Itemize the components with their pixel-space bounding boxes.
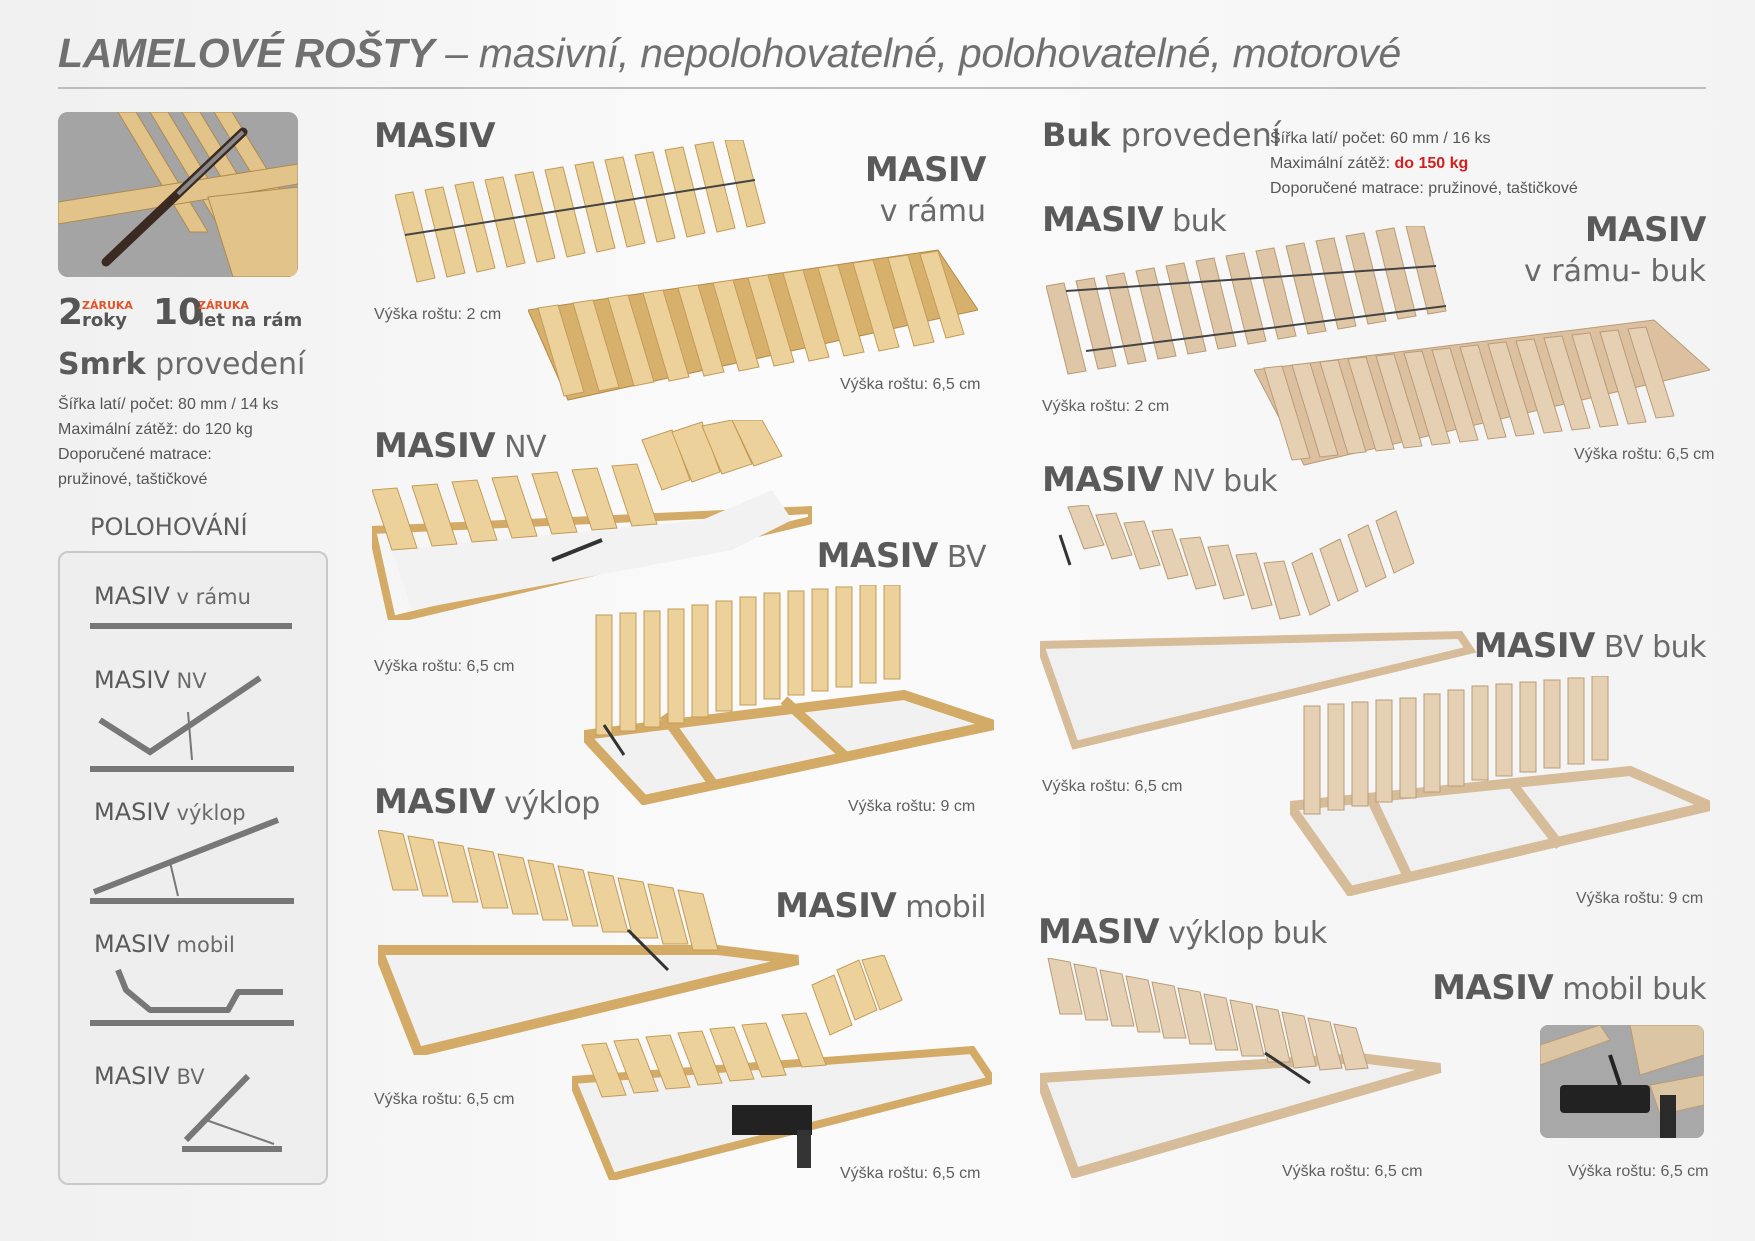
label-masiv-nv: MASIV NV [374,426,547,466]
height-masiv-bv: Výška roštu: 9 cm [848,798,976,815]
height-masiv-buk: Výška roštu: 2 cm [1042,398,1170,415]
smrk-heading: Smrk provedení [58,347,306,382]
page-title: LAMELOVÉ ROŠTY – masivní, nepolohovateln… [58,30,1401,76]
label-masiv-buk: MASIV buk [1042,200,1227,240]
warranty-word: let na rám [198,310,303,331]
buk-spec-width: Šířka latí/ počet: 60 mm / 16 ks [1270,130,1491,147]
smrk-spec-mattress: Doporučené matrace: [58,446,212,463]
polo-diagram-vyklop-icon [90,817,294,904]
polo-item-ramu: MASIV v rámu [94,582,251,610]
polo-item-nv: MASIV NV [94,666,207,694]
label-masiv-ramu: MASIV [864,150,987,190]
warranty-10-years: 10 [153,292,204,333]
polo-item-mobil: MASIV mobil [94,930,235,958]
buk-spec-mattress: Doporučené matrace: pružinové, taštičkov… [1270,180,1578,197]
slat-base-ramu-image [528,249,978,401]
motor-photo [1540,1025,1704,1138]
buk-specs: Šířka latí/ počet: 60 mm / 16 ks Maximál… [1270,126,1578,201]
label-masiv-ramu-sub: v rámu [879,194,986,229]
slat-base-buk-image [1046,226,1447,375]
slat-base-nv-image [372,420,812,620]
height-masiv-vyklop-buk: Výška roštu: 6,5 cm [1282,1163,1423,1180]
polo-item-bv: MASIV BV [94,1062,205,1090]
polohovani-title: POLOHOVÁNÍ [90,513,248,541]
label-masiv-ramu-buk: MASIV [1584,210,1707,250]
warranty-label: ZÁRUKA [198,299,249,312]
height-masiv-nv-buk: Výška roštu: 6,5 cm [1042,778,1183,795]
smrk-spec-width: Šířka latí/ počet: 80 mm / 14 ks [58,396,279,413]
label-masiv: MASIV [374,116,496,156]
polo-item-vyklop: MASIV výklop [94,798,246,826]
height-masiv-ramu: Výška roštu: 6,5 cm [840,376,981,393]
label-masiv-bv-buk: MASIV BV buk [1473,626,1707,666]
polohovani-panel [58,551,328,1185]
slat-base-vyklop-image [378,830,800,1055]
polo-diagram-nv-icon [90,675,294,772]
smrk-spec-mattress-types: pružinové, taštičkové [58,471,208,488]
height-masiv-bv-buk: Výška roštu: 9 cm [1576,890,1704,907]
label-masiv-ramu-buk-sub: v rámu- buk [1523,254,1706,289]
height-masiv-vyklop: Výška roštu: 6,5 cm [374,1091,515,1108]
slat-base-bv-buk-image [1290,676,1710,896]
slat-base-masiv-image [395,140,766,283]
polo-diagram-mobil-icon [90,968,294,1026]
buk-spec-load: Maximální zátěž: do 150 kg [1270,155,1469,172]
height-masiv-nv: Výška roštu: 6,5 cm [374,658,515,675]
slat-base-ramu-buk-image [1254,319,1710,466]
buk-heading: Buk provedení [1042,116,1281,154]
label-masiv-bv: MASIV BV [816,536,987,576]
polo-diagram-bv-icon [182,1073,282,1152]
height-masiv: Výška roštu: 2 cm [374,306,502,323]
height-masiv-mobil-buk: Výška roštu: 6,5 cm [1568,1163,1709,1180]
label-masiv-vyklop-buk: MASIV výklop buk [1038,912,1327,952]
warranty-2-years: 2 [58,292,84,333]
slat-base-vyklop-buk-image [1040,958,1442,1178]
label-masiv-mobil-buk: MASIV mobil buk [1432,968,1706,1008]
height-masiv-ramu-buk: Výška roštu: 6,5 cm [1574,446,1715,463]
title-divider [58,87,1706,89]
warranty-word: roky [82,310,127,331]
slat-base-bv-image [584,585,994,805]
slat-base-nv-buk-image [1040,505,1477,750]
label-masiv-vyklop: MASIV výklop [374,782,600,822]
polo-diagram-ramu [90,623,292,629]
smrk-spec-load: Maximální zátěž: do 120 kg [58,421,253,438]
label-masiv-nv-buk: MASIV NV buk [1042,460,1278,500]
label-masiv-mobil: MASIV mobil [775,886,986,926]
smrk-specs: Šířka latí/ počet: 80 mm / 14 ks Maximál… [58,392,279,492]
slat-base-mobil-image [572,955,992,1180]
height-masiv-mobil: Výška roštu: 6,5 cm [840,1165,981,1182]
gas-spring-photo [58,112,298,277]
warranty-label: ZÁRUKA [82,299,133,312]
